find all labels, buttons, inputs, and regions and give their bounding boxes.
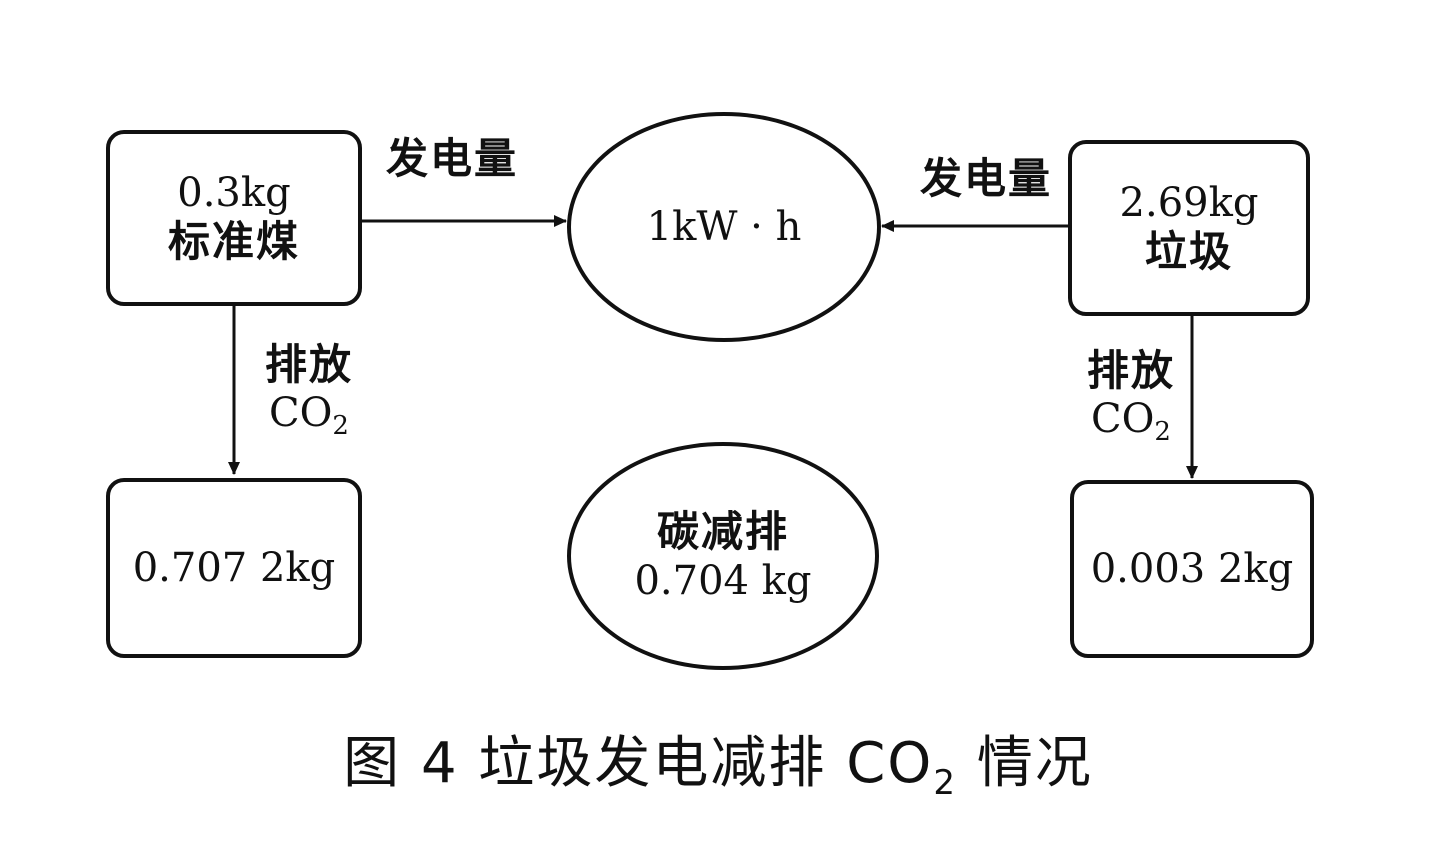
coal-co2-label: CO2	[269, 390, 349, 442]
coal-emit-label: 排放 CO2	[250, 340, 368, 441]
garbage-emission-value: 0.003 2kg	[1090, 546, 1294, 592]
reduction-ellipse: 碳减排 0.704 kg	[567, 442, 879, 670]
garbage-co2-label: CO2	[1091, 396, 1171, 448]
figure-caption: 图 4 垃圾发电减排 CO2 情况	[343, 731, 1093, 803]
coal-generate-label: 发电量	[385, 134, 518, 183]
garbage-emission-box: 0.003 2kg	[1070, 480, 1314, 658]
coal-emission-value: 0.707 2kg	[132, 545, 336, 591]
coal-emission-box: 0.707 2kg	[106, 478, 362, 658]
power-value: 1kW · h	[646, 204, 802, 250]
garbage-amount: 2.69kg	[1119, 179, 1259, 226]
reduction-value: 0.704 kg	[634, 558, 812, 605]
garbage-emit-label: 排放 CO2	[1072, 346, 1190, 447]
power-ellipse: 1kW · h	[567, 112, 881, 342]
coal-amount: 0.3kg	[177, 169, 291, 216]
coal-box: 0.3kg 标准煤	[106, 130, 362, 306]
garbage-box: 2.69kg 垃圾	[1068, 140, 1310, 316]
garbage-generate-label: 发电量	[919, 154, 1052, 203]
coal-name: 标准煤	[167, 216, 300, 266]
garbage-name: 垃圾	[1144, 226, 1233, 276]
reduction-label: 碳减排	[656, 506, 789, 556]
